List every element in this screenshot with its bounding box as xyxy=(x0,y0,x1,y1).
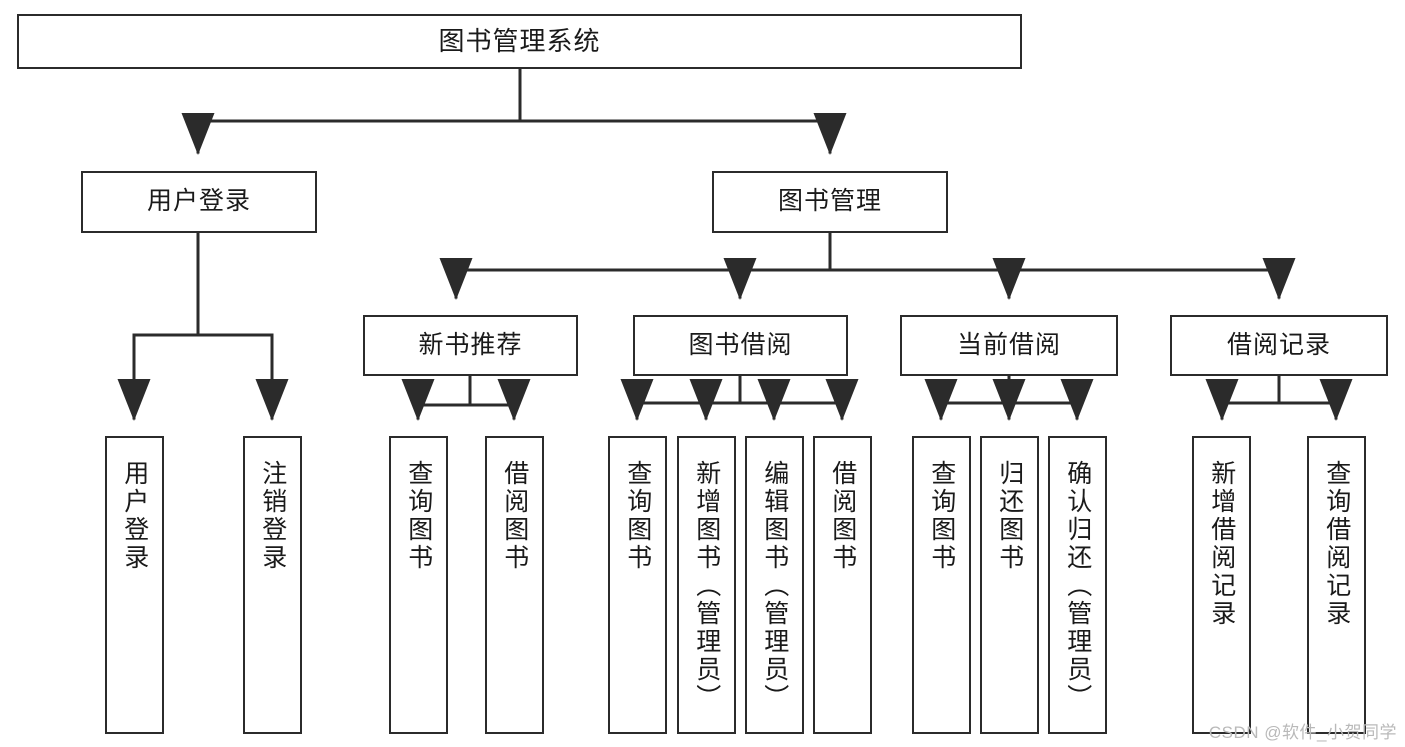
node-label: 查询图书 xyxy=(623,460,652,572)
node-book-management[interactable]: 图书管理 xyxy=(712,171,948,233)
leaf-query-borrow-record[interactable]: 查询借阅记录 xyxy=(1307,436,1366,734)
leaf-borrow-book-recommend[interactable]: 借阅图书 xyxy=(485,436,544,734)
node-label: 查询借阅记录 xyxy=(1322,460,1351,628)
leaf-add-book-admin[interactable]: 新增图书（管理员） xyxy=(677,436,736,734)
node-label: 图书借阅 xyxy=(688,330,793,359)
node-label: 用户登录 xyxy=(120,460,149,572)
node-current-borrow[interactable]: 当前借阅 xyxy=(900,315,1118,376)
node-label: 确认归还（管理员） xyxy=(1063,460,1092,712)
csdn-watermark: CSDN @软件_小贺同学 xyxy=(1208,723,1397,742)
node-user-login[interactable]: 用户登录 xyxy=(81,171,317,233)
node-label: 注销登录 xyxy=(258,460,287,572)
node-label: 图书管理系统 xyxy=(438,26,601,57)
node-book-borrow[interactable]: 图书借阅 xyxy=(633,315,848,376)
node-label: 当前借阅 xyxy=(956,330,1061,359)
leaf-user-login[interactable]: 用户登录 xyxy=(105,436,164,734)
node-label: 借阅图书 xyxy=(500,460,529,572)
node-root-book-management-system[interactable]: 图书管理系统 xyxy=(17,14,1022,69)
node-label: 新增借阅记录 xyxy=(1207,460,1236,628)
node-label: 用户登录 xyxy=(146,187,251,216)
node-label: 查询图书 xyxy=(927,460,956,572)
leaf-add-borrow-record[interactable]: 新增借阅记录 xyxy=(1192,436,1251,734)
node-new-book-recommend[interactable]: 新书推荐 xyxy=(363,315,578,376)
node-label: 图书管理 xyxy=(777,187,882,216)
node-label: 新书推荐 xyxy=(418,330,523,359)
leaf-confirm-return-admin[interactable]: 确认归还（管理员） xyxy=(1048,436,1107,734)
node-borrow-record[interactable]: 借阅记录 xyxy=(1170,315,1388,376)
node-label: 借阅图书 xyxy=(828,460,857,572)
leaf-query-book-recommend[interactable]: 查询图书 xyxy=(389,436,448,734)
node-label: 归还图书 xyxy=(995,460,1024,572)
leaf-return-book[interactable]: 归还图书 xyxy=(980,436,1039,734)
node-label: 编辑图书（管理员） xyxy=(760,460,789,712)
leaf-edit-book-admin[interactable]: 编辑图书（管理员） xyxy=(745,436,804,734)
leaf-borrow-book[interactable]: 借阅图书 xyxy=(813,436,872,734)
leaf-logout-login[interactable]: 注销登录 xyxy=(243,436,302,734)
leaf-query-book-current[interactable]: 查询图书 xyxy=(912,436,971,734)
node-label: 查询图书 xyxy=(404,460,433,572)
node-label: 新增图书（管理员） xyxy=(692,460,721,712)
leaf-query-book-borrow[interactable]: 查询图书 xyxy=(608,436,667,734)
node-label: 借阅记录 xyxy=(1226,330,1331,359)
